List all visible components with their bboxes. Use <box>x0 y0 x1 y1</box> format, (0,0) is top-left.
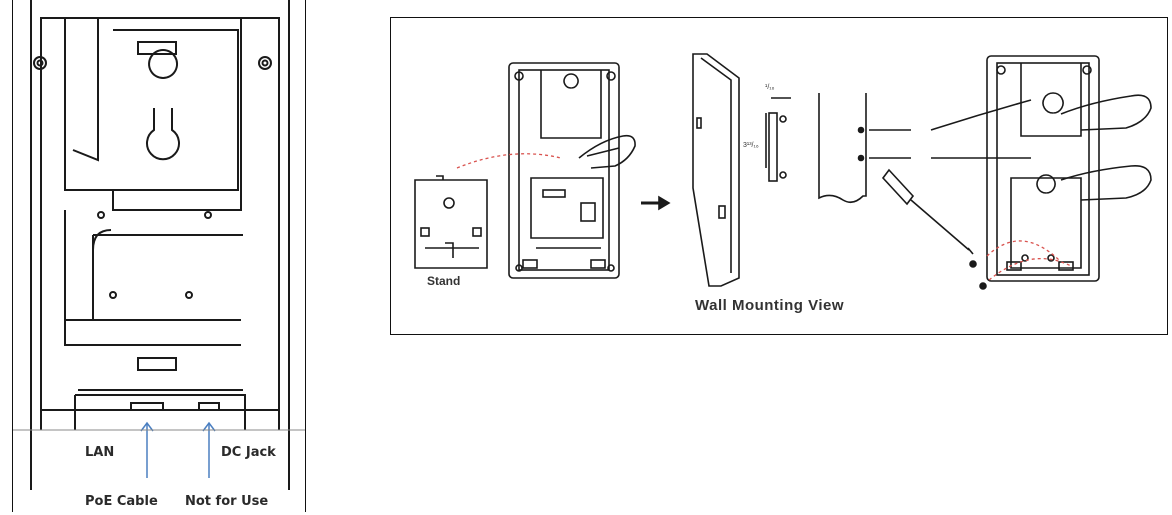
phone-mounted <box>986 55 1152 282</box>
screw-dimension <box>765 97 791 182</box>
poe-cable-label: PoE Cable <box>85 494 158 509</box>
dim-spacing-label: 3¹³/₁₆ <box>743 142 759 149</box>
not-for-use-label: Not for Use <box>185 494 269 509</box>
phone-back-small <box>508 62 636 279</box>
dc-jack-label: DC Jack <box>221 445 276 460</box>
dim-top-label: ¹/₁₆ <box>765 84 775 91</box>
wall-mounting-panel: Stand Wall Mounting View ¹/₁₆ 3¹³/₁₆ <box>390 17 1168 335</box>
stand-label: Stand <box>427 274 461 288</box>
wall-section <box>818 93 1032 204</box>
wall-mounting-drawing <box>414 53 1152 290</box>
phone-side-view <box>692 53 740 287</box>
back-view-panel: LAN DC Jack PoE Cable Not for Use <box>12 0 306 512</box>
stand-drawing <box>414 175 488 269</box>
phone-back-drawing <box>13 0 305 490</box>
wall-mounting-title: Wall Mounting View <box>695 297 844 314</box>
screwdriver <box>881 168 974 255</box>
lan-label: LAN <box>85 445 115 460</box>
